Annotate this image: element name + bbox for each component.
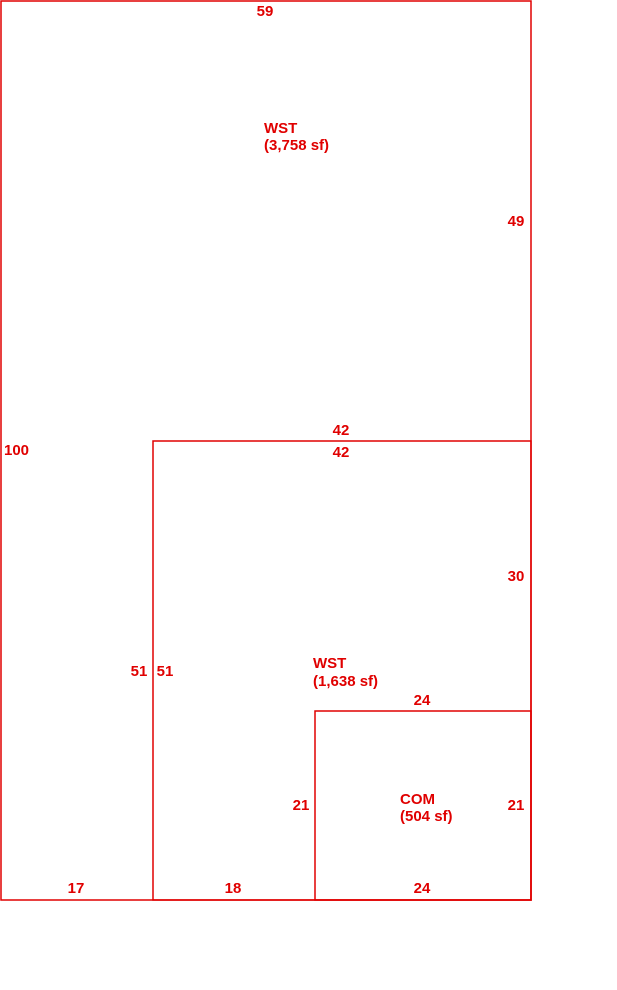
- area-size-wst-middle: (1,638 sf): [313, 673, 378, 690]
- dimension-outer-top: 59: [257, 3, 274, 20]
- area-label-wst-upper: WST: [264, 120, 297, 137]
- area-label-wst-middle: WST: [313, 655, 346, 672]
- dimension-com-top: 24: [414, 692, 431, 709]
- dimension-outer-right-upper: 49: [508, 213, 525, 230]
- area-size-com: (504 sf): [400, 808, 453, 825]
- dimension-mid-top: 42: [333, 444, 350, 461]
- area-label-com: COM: [400, 791, 435, 808]
- dimension-mid-left-outer: 51: [131, 663, 148, 680]
- dimension-com-left: 21: [293, 797, 310, 814]
- area-size-wst-upper: (3,758 sf): [264, 137, 329, 154]
- dimension-mid-right: 30: [508, 568, 525, 585]
- dimension-outer-bottom-left: 17: [68, 880, 85, 897]
- dimension-outer-left: 100: [4, 442, 29, 459]
- com-outline: [314, 710, 532, 901]
- dimension-mid-bottom: 18: [225, 880, 242, 897]
- dimension-upper-divider: 42: [333, 422, 350, 439]
- dimension-com-bottom: 24: [414, 880, 431, 897]
- dimension-com-right: 21: [508, 797, 525, 814]
- dimension-mid-left-inner: 51: [157, 663, 174, 680]
